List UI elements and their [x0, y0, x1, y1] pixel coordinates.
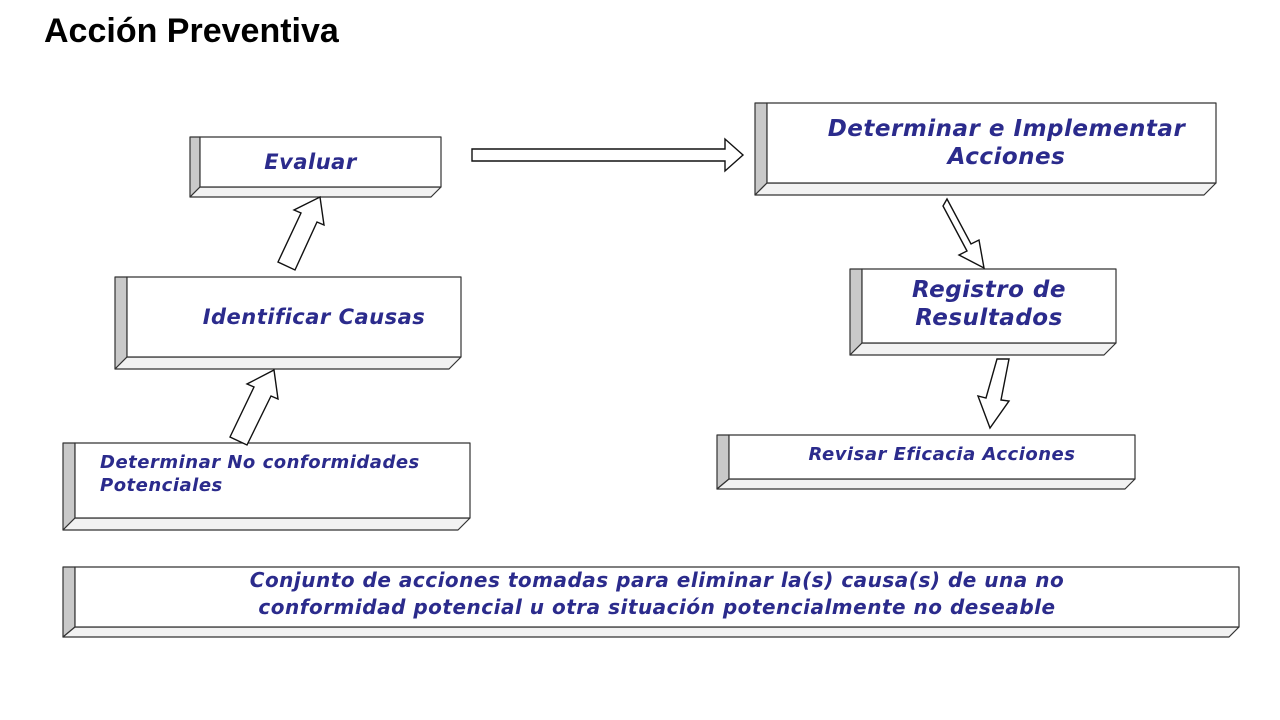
- arrow-identificar-to-evaluar: [277, 195, 325, 271]
- registro-resultados-box: Registro de Resultados: [912, 277, 1066, 331]
- determinar-implementar-box: Determinar e Implementar Acciones: [827, 116, 1186, 170]
- evaluar-box: Evaluar: [264, 150, 357, 174]
- determinar-implementar-box-shape: [754, 102, 1217, 196]
- arrow-evaluar-to-determinar: [471, 137, 745, 173]
- arrow-noconformidades-to-identificar: [229, 368, 279, 446]
- page-title: Acción Preventiva: [44, 12, 339, 50]
- definicion-box: Conjunto de acciones tomadas para elimin…: [249, 568, 1065, 619]
- arrow-determinar-to-registro: [942, 197, 985, 270]
- determinar-no-conformidades-box-shape: [62, 442, 471, 531]
- evaluar-box-shape: [189, 136, 442, 198]
- identificar-causas-box-shape: [114, 276, 462, 370]
- definicion-box-shape: [62, 566, 1240, 638]
- determinar-no-conformidades-box: Determinar No conformidades Potenciales: [100, 451, 420, 496]
- revisar-eficacia-box: Revisar Eficacia Acciones: [808, 443, 1076, 465]
- identificar-causas-box: Identificar Causas: [202, 305, 426, 329]
- arrow-registro-to-revisar: [976, 358, 1011, 430]
- registro-resultados-box-shape: [849, 268, 1117, 356]
- revisar-eficacia-box-shape: [716, 434, 1136, 490]
